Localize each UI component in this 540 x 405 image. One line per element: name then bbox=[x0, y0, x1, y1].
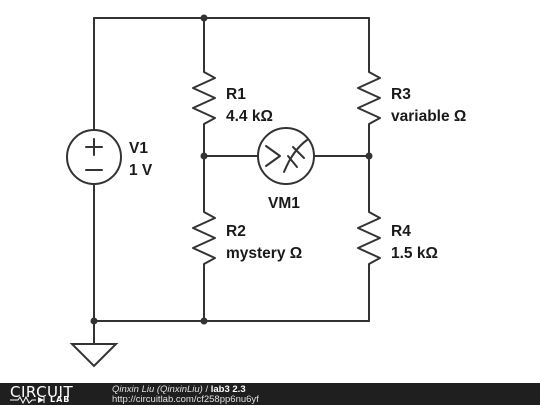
r4-name-label: R4 bbox=[391, 223, 411, 240]
v1-name-label: V1 bbox=[129, 140, 148, 157]
voltmeter-tick-1 bbox=[287, 155, 298, 168]
v1-value-label: 1 V bbox=[129, 162, 153, 179]
logo-text: CIRCUIT bbox=[10, 383, 74, 401]
circuit-diagram: V1 1 V R1 4.4 kΩ R2 mystery Ω R3 variabl… bbox=[66, 14, 466, 368]
vm1-name-label: VM1 bbox=[268, 195, 300, 212]
junction-node bbox=[200, 317, 208, 325]
logo-sub-text: LAB bbox=[50, 395, 71, 404]
r3-name-label: R3 bbox=[391, 86, 411, 103]
resistor-r1[interactable] bbox=[192, 67, 216, 131]
circuitlab-logo[interactable]: CIRCUIT LAB bbox=[10, 383, 94, 404]
r1-value-label: 4.4 kΩ bbox=[226, 108, 273, 125]
junction-node bbox=[200, 14, 208, 22]
byline-separator: / bbox=[205, 384, 209, 395]
voltmeter-vm1[interactable] bbox=[257, 127, 315, 185]
voltmeter-needle-icon bbox=[283, 139, 308, 173]
voltmeter-arrow-icon bbox=[265, 145, 281, 167]
logo-resistor-icon bbox=[10, 396, 45, 404]
resistor-r2[interactable] bbox=[192, 207, 216, 271]
r4-value-label: 1.5 kΩ bbox=[391, 245, 438, 262]
author-link[interactable]: Qinxin Liu (QinxinLiu) bbox=[112, 384, 203, 395]
junction-node bbox=[90, 317, 98, 325]
voltmeter-tick-2 bbox=[292, 146, 305, 159]
junction-node bbox=[365, 152, 373, 160]
r3-value-label: variable Ω bbox=[391, 108, 466, 125]
r2-value-label: mystery Ω bbox=[226, 245, 302, 262]
ground-icon bbox=[69, 343, 119, 368]
voltage-source-v1[interactable] bbox=[66, 129, 122, 185]
footer-bar: CIRCUIT LAB Qinxin Liu (QinxinLiu) / lab… bbox=[0, 383, 540, 405]
junction-node bbox=[200, 152, 208, 160]
circuit-title[interactable]: lab3 2.3 bbox=[210, 384, 246, 395]
resistor-r3[interactable] bbox=[357, 67, 381, 131]
r2-name-label: R2 bbox=[226, 223, 246, 240]
circuit-url-link[interactable]: http://circuitlab.com/cf258pp6nu6yf bbox=[112, 394, 259, 405]
r1-name-label: R1 bbox=[226, 86, 246, 103]
circuit-byline: Qinxin Liu (QinxinLiu) / lab3 2.3 bbox=[112, 384, 246, 395]
resistor-r4[interactable] bbox=[357, 207, 381, 271]
